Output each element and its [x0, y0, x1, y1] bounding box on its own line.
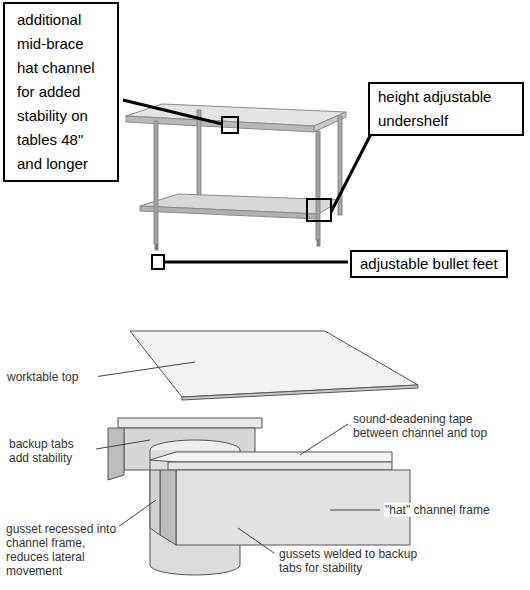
- callout-text: height adjustable undershelf: [378, 85, 514, 133]
- detail-leaders: [94, 362, 380, 553]
- front-channel-flange: [168, 462, 392, 470]
- part-label: worktable top: [6, 370, 98, 384]
- leader-line: [94, 362, 195, 377]
- leader-line: [300, 424, 348, 455]
- gusset: [150, 470, 160, 535]
- front-channel-side: [160, 470, 176, 545]
- callout-square: [152, 255, 164, 269]
- callout-squares: [152, 117, 331, 269]
- leader-line: [238, 528, 274, 553]
- callout-text: adjustable bullet feet: [360, 252, 498, 276]
- worktable-top-edge: [182, 385, 418, 400]
- callout-box: height adjustable undershelf: [368, 82, 524, 136]
- table-leg: [316, 131, 320, 240]
- worktable-photo: [126, 104, 346, 250]
- leader-lines: [123, 100, 371, 262]
- leader-line: [123, 100, 222, 124]
- front-channel-face: [176, 470, 410, 545]
- callout-square: [307, 199, 331, 221]
- bullet-foot: [155, 244, 158, 250]
- leader-line: [118, 500, 156, 527]
- part-label: sound-deadening tape between channel and…: [352, 412, 514, 440]
- bullet-foot: [317, 240, 320, 246]
- callout-box: additional mid-brace hat channel for add…: [3, 2, 119, 182]
- table-leg: [197, 110, 201, 202]
- callout-text: additional mid-brace hat channel for add…: [17, 8, 105, 176]
- callout-box: adjustable bullet feet: [350, 250, 508, 278]
- part-label: gusset recessed into channel frame, redu…: [5, 522, 119, 578]
- leader-line: [165, 261, 348, 264]
- part-label: backup tabs add stability: [8, 437, 96, 465]
- leader-line: [96, 440, 150, 449]
- table-leg: [154, 121, 158, 244]
- back-channel-flange: [118, 418, 262, 428]
- callout-square: [222, 117, 238, 133]
- back-channel-lip: [108, 428, 124, 480]
- part-label: "hat" channel frame: [384, 503, 526, 517]
- tape-strip: [150, 452, 392, 462]
- undershelf-edge: [140, 206, 318, 219]
- leader-line: [330, 510, 380, 511]
- leader-line: [331, 134, 371, 212]
- part-label: gussets welded to backup tabs for stabil…: [278, 547, 440, 575]
